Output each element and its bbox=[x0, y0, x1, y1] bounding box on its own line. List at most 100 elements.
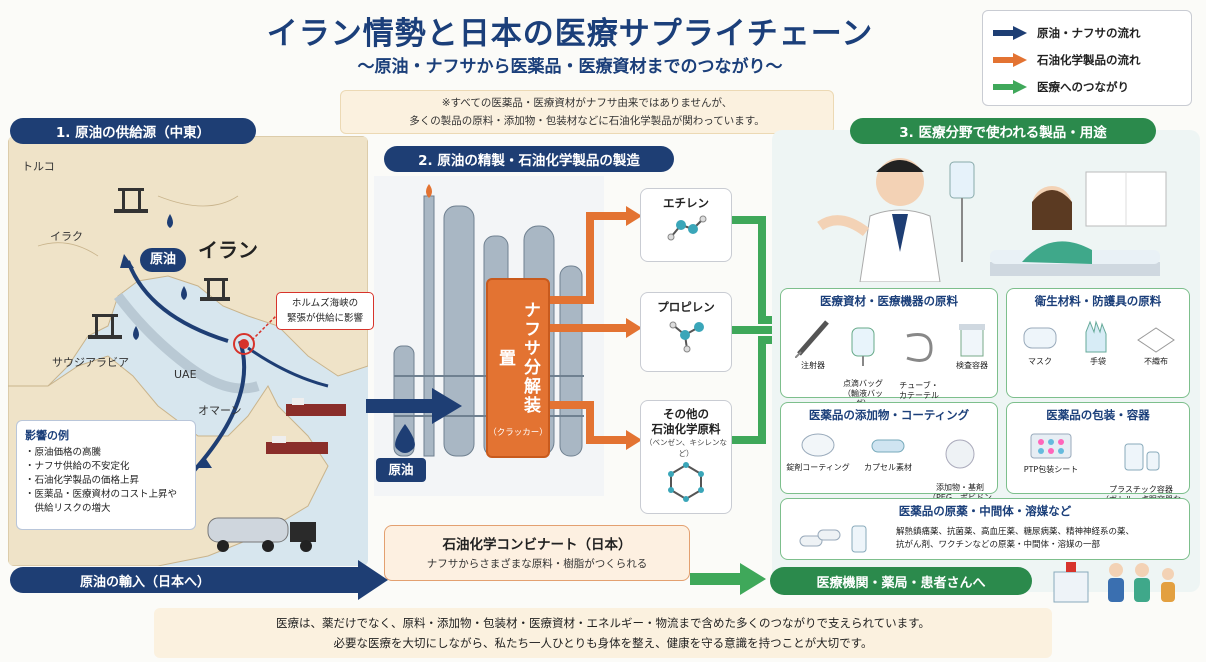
legend-label: 原油・ナフサの流れ bbox=[1037, 25, 1141, 40]
map-label-iraq: イラク bbox=[50, 230, 83, 243]
map-label-oman: オマーン bbox=[198, 404, 242, 417]
kombinat-subtitle: ナフサからさまざまな原料・樹脂がつくられる bbox=[426, 558, 648, 570]
impact-item: ・ナフサ供給の不安定化 bbox=[25, 461, 130, 472]
pills-icon bbox=[799, 525, 867, 553]
petrochemical-complex-box: 石油化学コンビナート（日本） ナフサからさまざまな原料・樹脂がつくられる bbox=[384, 525, 690, 581]
apis-description: 解熱鎮痛薬、抗菌薬、高血圧薬、糖尿病薬、精神神経系の薬、 抗がん剤、ワクチンなど… bbox=[896, 526, 1186, 552]
impact-item: ・原油価格の高騰 bbox=[25, 447, 102, 458]
page-subtitle: 〜原油・ナフサから医薬品・医療資材までのつながり〜 bbox=[357, 57, 783, 77]
impact-item: 供給リスクの増大 bbox=[25, 503, 111, 514]
to-hospital-bar: 医療機関・薬局・患者さんへ bbox=[770, 567, 1032, 595]
map-label-saudi: サウジアラビア bbox=[52, 356, 129, 369]
tablet-icon bbox=[801, 433, 835, 457]
item-mask: マスク bbox=[1012, 322, 1068, 367]
item-label: カプセル素材 bbox=[864, 463, 912, 472]
crude-import-bar: 原油の輸入（日本へ） bbox=[10, 567, 360, 593]
cracker-sublabel: （クラッカー） bbox=[488, 428, 548, 438]
doctor-patient-illustration bbox=[817, 158, 1167, 282]
legend-item-crude: 原油・ナフサの流れ bbox=[993, 19, 1181, 46]
powder-icon bbox=[945, 439, 975, 469]
naphtha-cracker: ナフサ分解装置 （クラッカー） bbox=[486, 278, 550, 458]
item-gloves: 手袋 bbox=[1072, 318, 1124, 367]
category-title: 医薬品の原薬・中間体・溶媒など bbox=[898, 504, 1072, 518]
item-excipients: 添加物・基剤 （PEG、ポビドンなど） bbox=[924, 428, 996, 513]
hormuz-callout: ホルムズ海峡の 緊張が供給に影響 bbox=[276, 292, 374, 330]
hormuz-line-1: ホルムズ海峡の bbox=[291, 298, 359, 309]
middle-east-map: トルコ イラク イラン サウジアラビア UAE オマーン bbox=[8, 136, 368, 566]
item-label: PTP包装シート bbox=[1023, 465, 1079, 474]
item-label: 注射器 bbox=[801, 361, 825, 370]
map-label-uae: UAE bbox=[174, 368, 197, 381]
legend-label: 石油化学製品の流れ bbox=[1037, 52, 1141, 67]
legend-label: 医療へのつながり bbox=[1037, 79, 1129, 94]
to-hospital-arrow bbox=[690, 563, 766, 595]
import-arrow-head bbox=[358, 560, 388, 600]
category-title: 医薬品の添加物・コーティング bbox=[808, 408, 970, 422]
chemical-name: プロピレン bbox=[657, 300, 715, 314]
category-apis: 医薬品の原薬・中間体・溶媒など bbox=[780, 498, 1190, 560]
chemical-name: その他の 石油化学原料 bbox=[651, 407, 721, 436]
impact-item: ・石油化学製品の価格上昇 bbox=[25, 475, 140, 486]
oil-drop-icon bbox=[395, 424, 415, 453]
test-container-icon bbox=[959, 324, 985, 357]
item-label: 不織布 bbox=[1144, 357, 1168, 366]
footer-line-2: 必要な医療を大切にしながら、私たち一人ひとりも身体を整え、健康を守る意識を持つこ… bbox=[333, 636, 873, 650]
orange-arrow-icon bbox=[993, 52, 1027, 67]
item-ptp-sheet: PTP包装シート bbox=[1012, 430, 1090, 475]
crude-oil-label: 原油 bbox=[376, 458, 426, 482]
item-test-container: 検査容器 bbox=[948, 318, 996, 371]
green-arrow-icon bbox=[993, 79, 1027, 94]
nonwoven-fabric-icon bbox=[1137, 327, 1175, 353]
crude-oil-badge: 原油 bbox=[140, 248, 186, 272]
item-label: 錠剤コーティング bbox=[786, 463, 850, 472]
cracker-label: ナフサ分解装置 bbox=[495, 301, 540, 415]
blister-pack-icon bbox=[1030, 433, 1072, 459]
map-label-turkey: トルコ bbox=[22, 160, 55, 173]
capsule-icon bbox=[871, 439, 905, 453]
section-3-header: 3. 医療分野で使われる製品・用途 bbox=[850, 118, 1156, 144]
note-line-1: ※すべての医薬品・医療資材がナフサ由来ではありませんが、 bbox=[441, 97, 733, 109]
footer-line-1: 医療は、薬だけでなく、原料・添加物・包装材・医療資材・エネルギー・物流まで含めた… bbox=[276, 616, 930, 630]
chemical-propylene: プロピレン bbox=[640, 292, 732, 372]
item-capsule: カプセル素材 bbox=[856, 432, 920, 473]
chemical-other: その他の 石油化学原料 （ベンゼン、キシレンなど） bbox=[640, 400, 732, 514]
apis-line-2: 抗がん剤、ワクチンなどの原薬・中間体・溶媒の一部 bbox=[896, 540, 1101, 550]
item-label: 手袋 bbox=[1090, 357, 1106, 366]
impact-examples-box: 影響の例 ・原油価格の高騰 ・ナフサ供給の不安定化 ・石油化学製品の価格上昇 ・… bbox=[16, 420, 196, 530]
bottle-icon bbox=[1124, 443, 1160, 471]
category-title: 医薬品の包装・容器 bbox=[1046, 408, 1150, 422]
item-syringe: 注射器 bbox=[788, 318, 838, 371]
note-line-2: 多くの製品の原料・添加物・包装材などに石油化学製品が関わっています。 bbox=[409, 115, 765, 127]
legend: 原油・ナフサの流れ 石油化学製品の流れ 医療へのつながり bbox=[982, 10, 1192, 106]
gloves-icon bbox=[1085, 320, 1107, 353]
map-illustration bbox=[8, 136, 368, 566]
section-2-header: 2. 原油の精製・石油化学製品の製造 bbox=[384, 146, 674, 172]
apis-line-1: 解熱鎮痛薬、抗菌薬、高血圧薬、糖尿病薬、精神神経系の薬、 bbox=[896, 527, 1135, 537]
item-catheter: チューブ・ カテーテル bbox=[894, 318, 944, 401]
molecule-icon bbox=[669, 321, 704, 353]
hospital-people-icon bbox=[1053, 562, 1175, 603]
impact-title: 影響の例 bbox=[25, 429, 69, 442]
benzene-ring-icon bbox=[668, 462, 704, 502]
molecule-icon bbox=[667, 215, 707, 241]
section-1-header: 1. 原油の供給源（中東） bbox=[10, 118, 256, 144]
chemical-name: エチレン bbox=[663, 196, 709, 210]
item-label: チューブ・ カテーテル bbox=[899, 381, 939, 400]
navy-arrow-icon bbox=[993, 25, 1027, 40]
kombinat-title: 石油化学コンビナート（日本） bbox=[442, 537, 632, 553]
category-medical-devices: 医療資材・医療機器の原料 bbox=[780, 288, 998, 398]
chemical-ethylene: エチレン bbox=[640, 188, 732, 262]
impact-item: ・医薬品・医療資材のコスト上昇や bbox=[25, 489, 178, 500]
iv-bag-icon bbox=[851, 327, 875, 366]
page-title: イラン情勢と日本の医療サプライチェーン bbox=[266, 16, 874, 52]
disclaimer-note: ※すべての医薬品・医療資材がナフサ由来ではありませんが、 多くの製品の原料・添加… bbox=[340, 90, 834, 134]
hormuz-line-2: 緊張が供給に影響 bbox=[286, 313, 363, 324]
petrochem-flow-arrows bbox=[550, 206, 642, 450]
item-iv-bag: 点滴バッグ （輸液バッグ） bbox=[836, 316, 890, 409]
item-nonwoven: 不織布 bbox=[1128, 322, 1184, 367]
category-title: 医療資材・医療機器の原料 bbox=[820, 294, 958, 308]
crude-flow-arrow bbox=[366, 388, 462, 424]
map-label-iran: イラン bbox=[198, 238, 258, 262]
mask-icon bbox=[1023, 327, 1057, 349]
category-title: 衛生材料・防護具の原料 bbox=[1034, 294, 1162, 308]
